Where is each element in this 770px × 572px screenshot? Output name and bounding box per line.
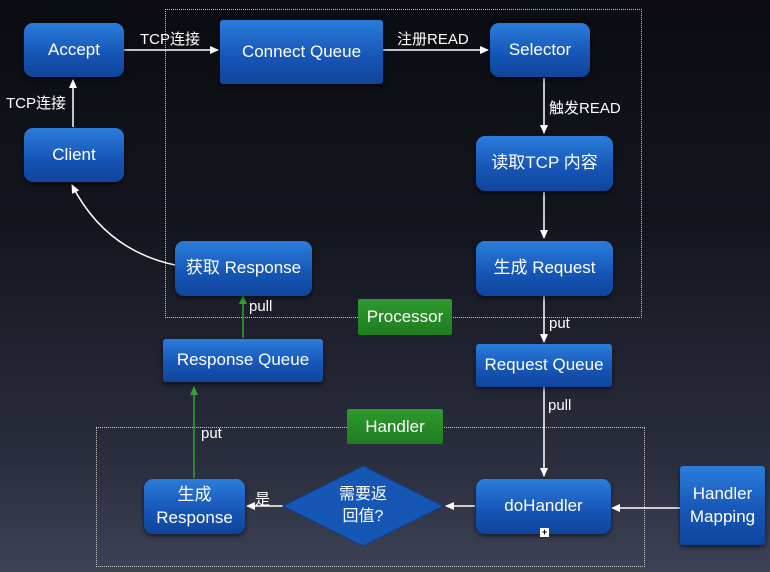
build-response-line1: 生成 <box>177 485 212 505</box>
read-tcp-node: 读取TCP 内容 <box>476 136 613 191</box>
edge-label-pull-request: pull <box>548 397 572 414</box>
processor-tag: Processor <box>358 299 452 335</box>
handler-tag: Handler <box>347 409 443 444</box>
handler-mapping-node: Handler Mapping <box>680 466 765 545</box>
handler-mapping-line1: Handler <box>692 484 753 504</box>
edge-label-yes: 是 <box>255 491 271 508</box>
arrow-get-response-to-client <box>71 184 176 266</box>
edge-label-tcp-connect-top: TCP连接 <box>140 31 201 48</box>
client-node: Client <box>24 128 124 182</box>
edge-label-put-request: put <box>549 315 570 332</box>
request-queue-node: Request Queue <box>476 344 612 387</box>
build-response-node: 生成 Response <box>144 479 245 534</box>
decision-line2: 回值? <box>342 507 384 525</box>
accept-node: Accept <box>24 23 124 77</box>
edge-label-pull-response: pull <box>249 298 273 315</box>
connect-queue-node: Connect Queue <box>220 20 383 84</box>
get-response-node: 获取 Response <box>175 241 312 296</box>
build-request-node: 生成 Request <box>476 241 613 296</box>
edge-label-tcp-connect-left: TCP连接 <box>6 95 67 112</box>
decision-diamond <box>281 465 445 547</box>
do-handler-node: doHandler <box>476 479 611 534</box>
edge-label-trigger-read: 触发READ <box>549 100 621 117</box>
edge-label-put-response: put <box>201 425 222 442</box>
selector-node: Selector <box>490 23 590 77</box>
handler-mapping-line2: Mapping <box>689 506 756 526</box>
edge-label-register-read: 注册READ <box>397 31 469 48</box>
build-response-line2: Response <box>156 507 233 527</box>
decision-line1: 需要返 <box>338 486 387 503</box>
decision-label: 需要返 回值? <box>313 484 413 527</box>
response-queue-node: Response Queue <box>163 339 323 382</box>
plus-icon: + <box>540 527 549 537</box>
